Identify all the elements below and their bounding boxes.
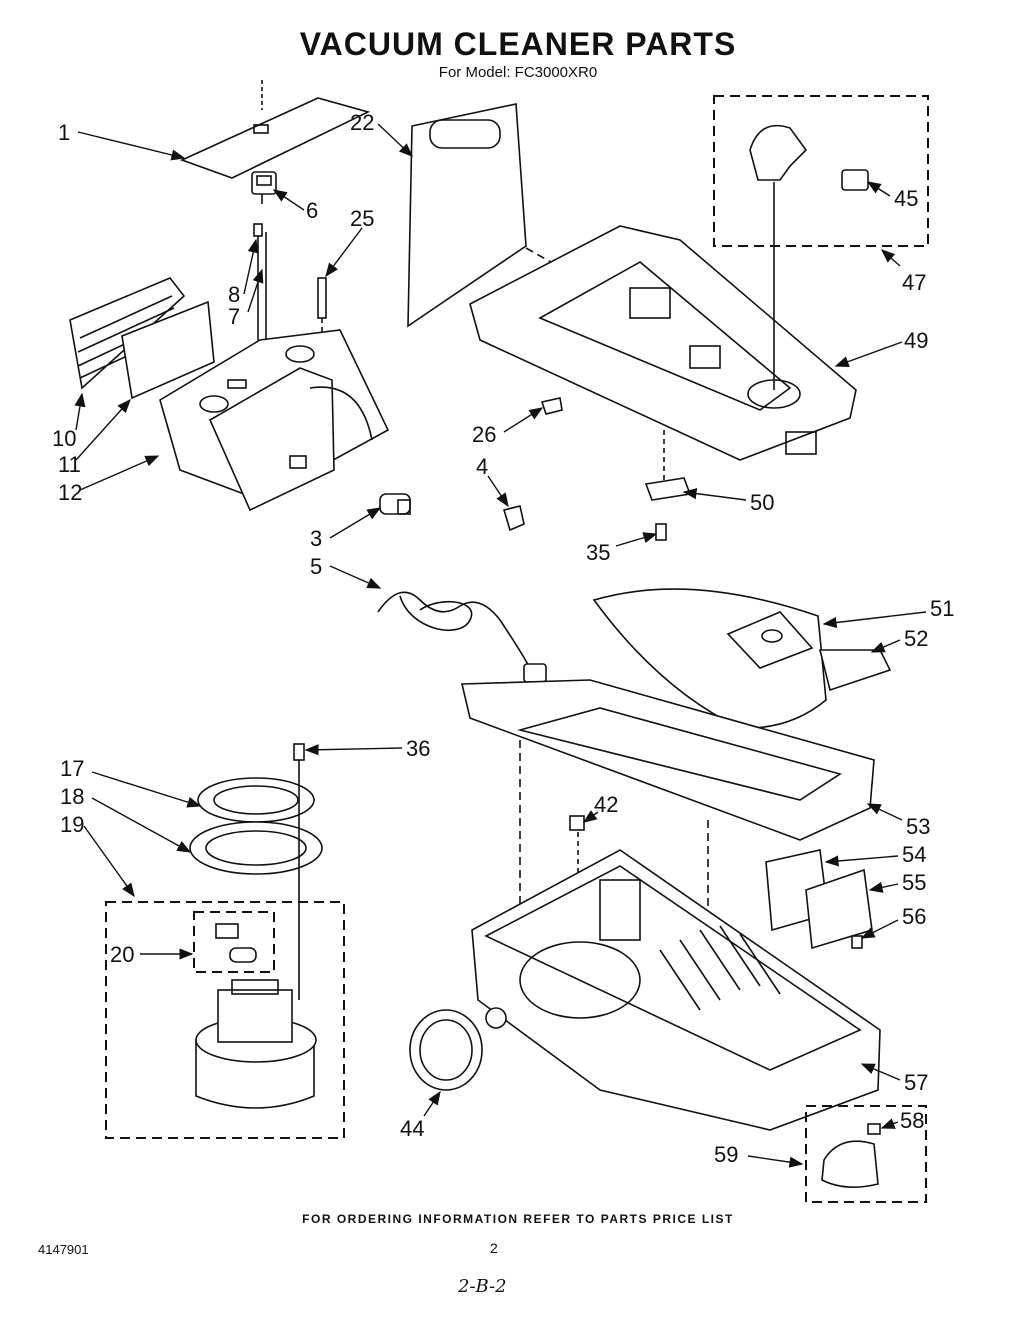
label-52: 52 — [904, 626, 928, 651]
label-45: 45 — [894, 186, 918, 211]
label-18: 18 — [60, 784, 84, 809]
label-25: 25 — [350, 206, 374, 231]
part-44-wheel — [409, 1007, 507, 1091]
label-20: 20 — [110, 942, 134, 967]
ordering-note: FOR ORDERING INFORMATION REFER TO PARTS … — [302, 1212, 734, 1226]
part-50-plate — [644, 430, 692, 501]
part-17-ring — [197, 777, 315, 823]
part-57-main-body — [471, 849, 881, 1131]
part-36-screw — [293, 743, 305, 1000]
part-26-clip — [540, 397, 563, 415]
handwritten-reference: 2-B-2 — [458, 1276, 507, 1297]
part-53-lid-frame — [460, 679, 875, 1020]
label-55: 55 — [902, 870, 926, 895]
label-7: 7 — [228, 304, 240, 329]
label-19: 19 — [60, 812, 84, 837]
label-42: 42 — [594, 792, 618, 817]
page-title: VACUUM CLEANER PARTS — [299, 26, 737, 62]
part-58-screw — [867, 1123, 881, 1135]
label-47: 47 — [902, 270, 926, 295]
label-1: 1 — [58, 120, 70, 145]
label-26: 26 — [472, 422, 496, 447]
label-12: 12 — [58, 480, 82, 505]
label-57: 57 — [904, 1070, 928, 1095]
label-22: 22 — [350, 110, 374, 135]
part-12-housing — [159, 329, 390, 512]
part-5-power-cord — [377, 591, 547, 683]
label-17: 17 — [60, 756, 84, 781]
label-53: 53 — [906, 814, 930, 839]
label-50: 50 — [750, 490, 774, 515]
part-1-top-panel — [179, 80, 371, 179]
part-56-screw — [851, 935, 863, 949]
label-49: 49 — [904, 328, 928, 353]
part-3-bracket — [379, 493, 411, 515]
part-20-brush-set — [193, 911, 275, 973]
label-4: 4 — [476, 454, 488, 479]
part-49-top-cover — [469, 225, 857, 461]
label-11: 11 — [58, 452, 81, 477]
part-35-screw — [655, 523, 667, 541]
label-8: 8 — [228, 282, 240, 307]
label-56: 56 — [902, 904, 926, 929]
label-6: 6 — [306, 198, 318, 223]
part-4-plug — [502, 505, 525, 532]
page-number: 2 — [490, 1240, 498, 1256]
part-11-filter — [121, 300, 215, 400]
label-59: 59 — [714, 1142, 738, 1167]
label-10: 10 — [52, 426, 76, 451]
part-51-dust-bag — [592, 588, 827, 729]
label-58: 58 — [900, 1108, 924, 1133]
leader-lines — [74, 123, 927, 1168]
label-51: 51 — [930, 596, 954, 621]
part-6-switch — [251, 171, 277, 204]
part-18-ring — [189, 821, 323, 875]
label-5: 5 — [310, 554, 322, 579]
part-19-motor-group — [105, 901, 345, 1139]
label-3: 3 — [310, 526, 322, 551]
part-59-switch-group — [805, 1105, 927, 1203]
label-35: 35 — [586, 540, 610, 565]
label-54: 54 — [902, 842, 926, 867]
model-subtitle: For Model: FC3000XR0 — [438, 64, 598, 81]
label-36: 36 — [406, 736, 430, 761]
document-number: 4147901 — [38, 1242, 89, 1257]
label-44: 44 — [400, 1116, 424, 1141]
part-52-bag-holder — [818, 649, 892, 692]
part-number-labels: 1 3 4 5 6 7 8 10 11 12 17 18 19 20 22 25… — [52, 110, 954, 1167]
part-47-nozzle-group — [713, 95, 929, 390]
